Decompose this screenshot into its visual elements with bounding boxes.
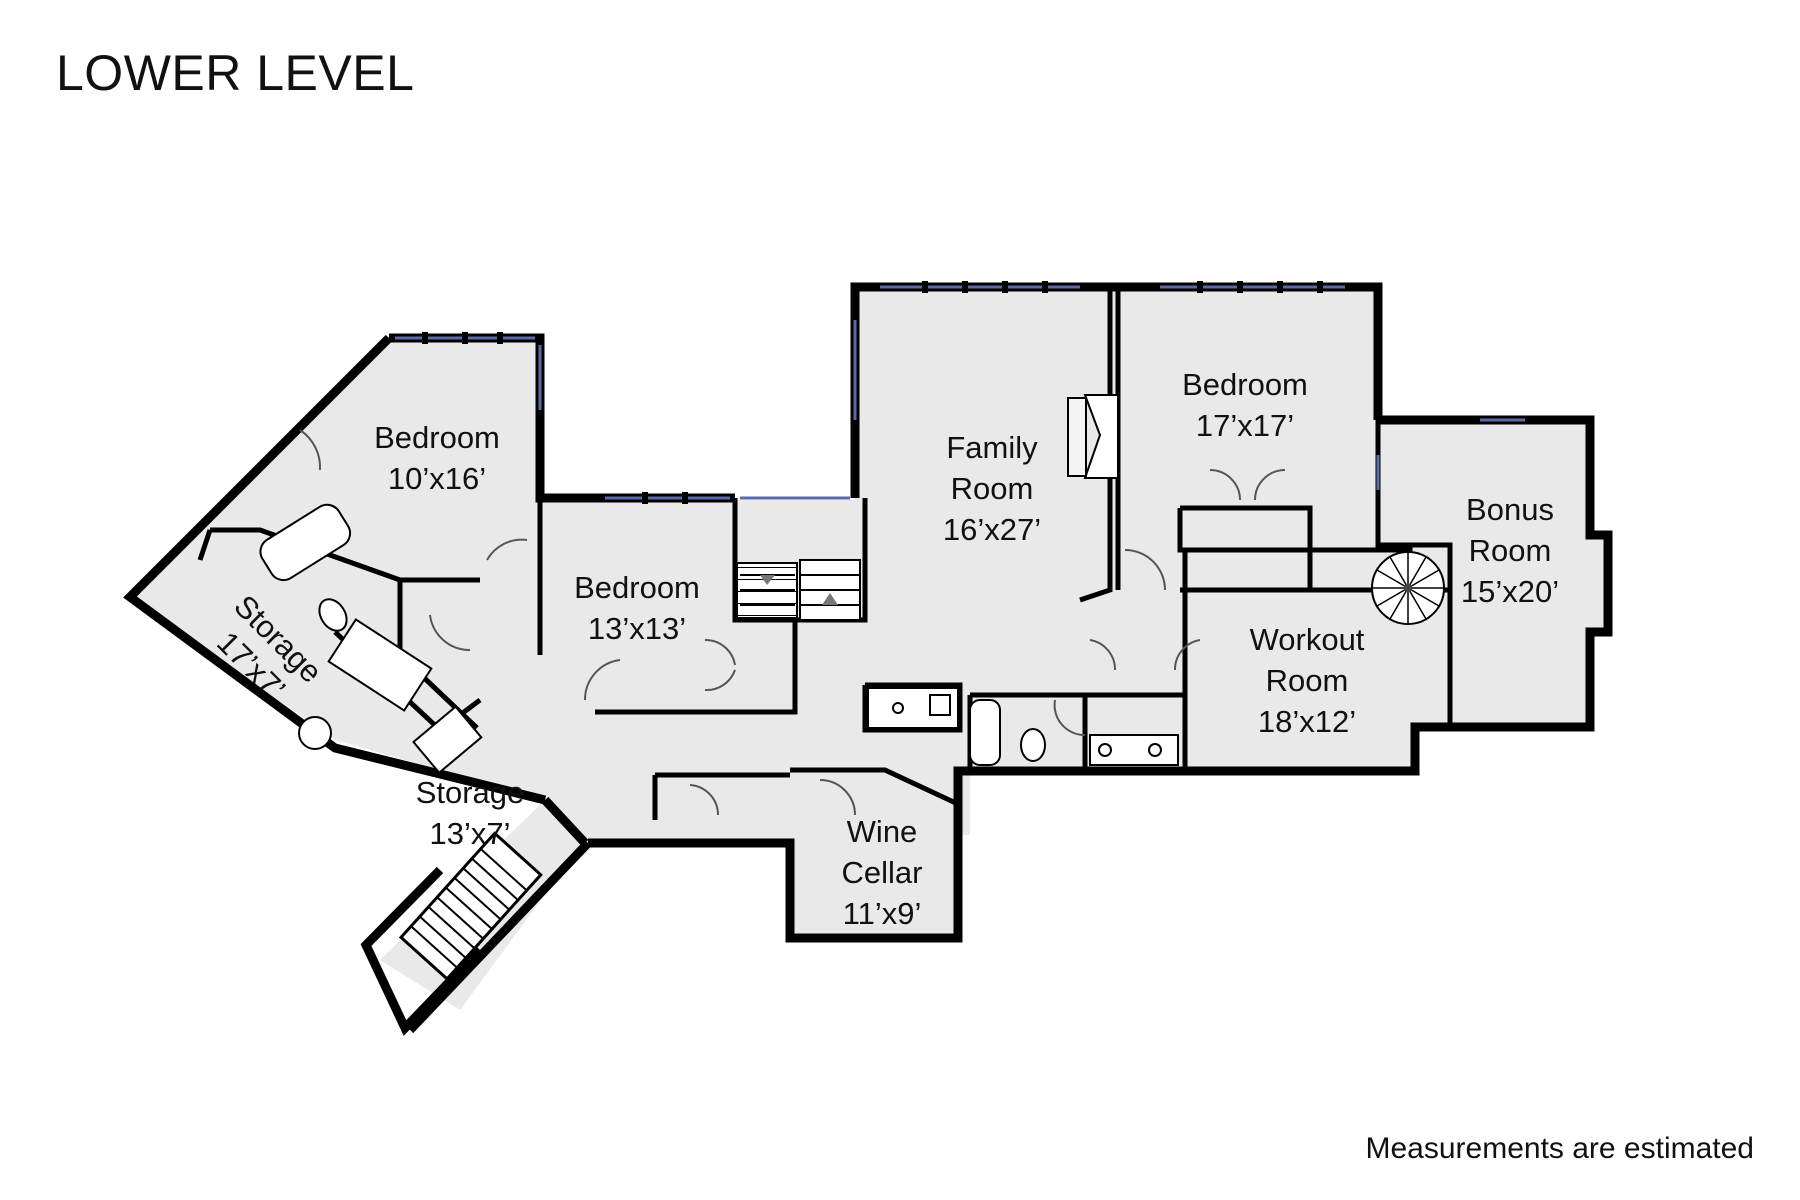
room-size: 17’x17’ — [1196, 408, 1294, 443]
room-size: 11’x9’ — [843, 896, 922, 931]
room-name-line-1: Family — [946, 430, 1038, 465]
room-size: 18’x12’ — [1258, 704, 1356, 739]
wall-family-right — [1079, 287, 1113, 603]
door-swing-icon — [704, 669, 736, 692]
exterior-wall-wine-cellar — [588, 766, 970, 943]
room-name: Storage — [416, 775, 525, 810]
room-name-line-2: Room — [1469, 533, 1552, 568]
room-name-line-1: Bonus — [1466, 492, 1554, 527]
room-wine-cellar: Wine Cellar 11’x9’ — [842, 814, 923, 931]
door-swing-icon — [819, 779, 856, 816]
room-size: 16’x27’ — [943, 512, 1041, 547]
stair-enclosure — [541, 796, 589, 847]
door-swing-icon — [429, 614, 471, 652]
fireplace-hearth — [1067, 397, 1087, 477]
stairs-icon — [398, 831, 543, 981]
room-size: 13’x7’ — [430, 816, 511, 851]
door-swing-icon — [1089, 639, 1117, 671]
wall-kitchenette — [862, 682, 963, 733]
room-storage-2: Storage 13’x7’ — [416, 775, 525, 851]
floor-areas — [130, 287, 1610, 1010]
toilet-icon — [1020, 728, 1046, 762]
stairs-up-arrow — [822, 593, 838, 605]
stair-enclosure-outer — [360, 866, 484, 1036]
door-swing-icon — [1173, 639, 1201, 671]
wall-bath-left — [210, 527, 480, 583]
room-size: 15’x20’ — [1461, 574, 1559, 609]
door-swing-icon — [486, 538, 528, 561]
door-swing-icon — [1209, 469, 1241, 501]
room-bedroom-2: Bedroom 13’x13’ — [574, 570, 700, 646]
room-size: 13’x13’ — [588, 611, 686, 646]
room-bedroom-3: Bedroom 17’x17’ — [1182, 367, 1308, 443]
fixtures — [259, 394, 1179, 775]
room-bonus-room: Bonus Room 15’x20’ — [1461, 492, 1559, 609]
room-name: Bedroom — [574, 570, 700, 605]
left-wing-floor — [130, 287, 1610, 1010]
stairs-down-arrow — [760, 575, 775, 585]
sink-icon — [892, 702, 904, 714]
door-swing-icon — [583, 659, 621, 701]
door-swing-icon — [1124, 549, 1166, 591]
room-size: 10’x16’ — [388, 461, 486, 496]
door-swing-icon — [704, 638, 736, 666]
sink-icon — [1098, 743, 1112, 757]
furnace-icon — [412, 705, 483, 775]
room-name-line-2: Room — [1266, 663, 1349, 698]
door-swing-icon — [1053, 699, 1086, 737]
exterior-wall-left-wing — [123, 334, 547, 805]
bathtub-icon — [969, 699, 1001, 766]
room-name-line-2: Cellar — [842, 855, 923, 890]
room-name-line-1: Wine — [847, 814, 918, 849]
bathtub-icon — [259, 503, 352, 582]
measurements-note: Measurements are estimated — [1365, 1132, 1754, 1165]
room-workout-room: Workout Room 18’x12’ — [1250, 622, 1365, 739]
room-family-room: Family Room 16’x27’ — [943, 430, 1041, 547]
room-name-line-1: Workout — [1250, 622, 1365, 657]
water-heater-icon — [298, 716, 332, 750]
door-swing-icon — [299, 429, 322, 471]
page-title: LOWER LEVEL — [56, 45, 415, 101]
room-labels: Bedroom 10’x16’ Bedroom 13’x13’ Family R… — [210, 367, 1559, 931]
bathtub-icon — [327, 618, 433, 712]
sink-icon — [929, 694, 951, 716]
wall-storage-upper — [197, 529, 213, 561]
wall-bed2-bottom — [595, 620, 798, 715]
wall-wine-top — [790, 767, 962, 808]
sink-icon — [1148, 743, 1162, 757]
door-swing-icon — [1254, 469, 1286, 501]
room-name: Bedroom — [374, 420, 500, 455]
doors — [299, 429, 1286, 816]
stairs — [398, 551, 1445, 981]
room-name: Bedroom — [1182, 367, 1308, 402]
fireplace-icon — [1083, 394, 1119, 479]
toilet-icon — [318, 598, 348, 632]
door-swing-icon — [689, 784, 720, 816]
window-mullions — [422, 281, 1323, 504]
exterior-wall-bonus — [970, 415, 1613, 776]
spiral-stair-icon — [1371, 551, 1445, 625]
room-name-line-2: Room — [951, 471, 1034, 506]
wall-bedroom3-bottom — [1180, 505, 1313, 590]
exterior-wall-stair-bottom — [406, 839, 592, 1034]
room-bedroom-1: Bedroom 10’x16’ — [374, 420, 500, 496]
